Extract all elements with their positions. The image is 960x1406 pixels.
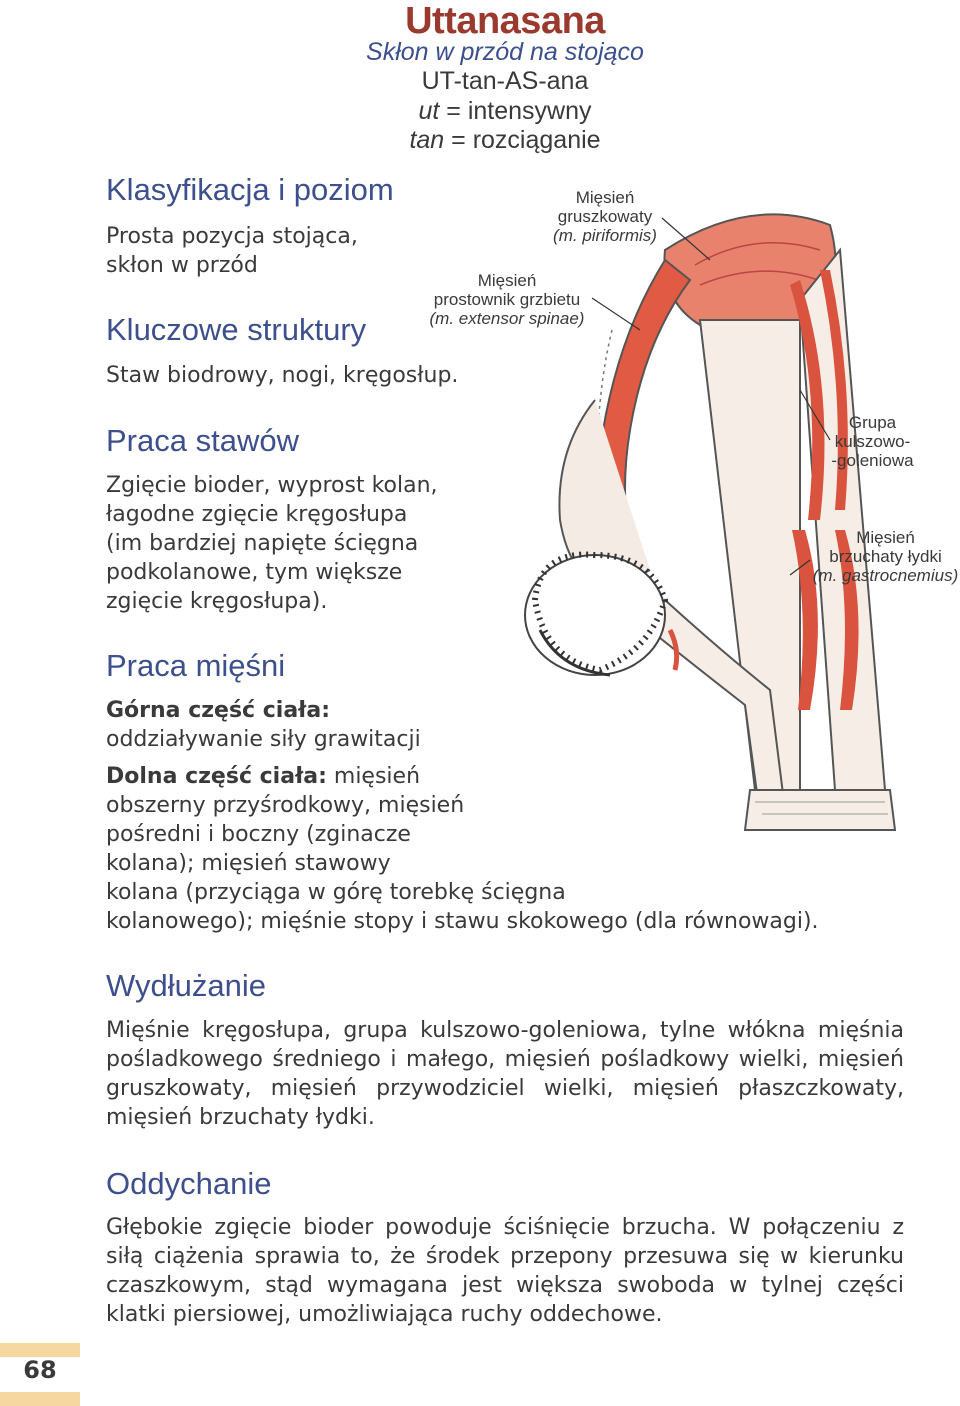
muscle-work-upper: Górna część ciała: oddziaływanie siły gr… xyxy=(106,698,421,752)
heading-muscle-work: Praca mięśni xyxy=(106,648,286,683)
heading-joint-work: Praca stawów xyxy=(106,423,299,458)
page-number: 68 xyxy=(23,1356,57,1384)
classification-text: Prosta pozycja stojąca, skłon w przód xyxy=(106,224,358,278)
breathing-text: Głębokie zgięcie bioder powoduje ściśnię… xyxy=(106,1215,904,1327)
label-piriformis: Mięsień gruszkowaty (m. piriformis) xyxy=(553,188,657,245)
lengthening-text: Mięśnie kręgosłupa, grupa kulszowo-golen… xyxy=(106,1018,904,1130)
etymology-tan: tan = rozciąganie xyxy=(409,126,601,154)
gastrocnemius-muscle xyxy=(792,530,818,710)
heading-breathing: Oddychanie xyxy=(106,1166,272,1201)
label-gastrocnemius: Mięsień brzuchaty łydki (m. gastrocnemiu… xyxy=(812,528,959,585)
feet xyxy=(743,789,897,831)
heading-classification: Klasyfikacja i poziom xyxy=(106,172,394,207)
page-tab-bottom xyxy=(0,1392,80,1406)
hamstring-muscles xyxy=(790,280,825,520)
muscle-work-lower: Dolna część ciała: mięsień obszerny przy… xyxy=(106,764,819,934)
pose-subtitle: Skłon w przód na stojąco xyxy=(366,38,644,66)
etymology-ut: ut = intensywny xyxy=(418,97,592,125)
label-erector-spinae: Mięsień prostownik grzbietu (m. extensor… xyxy=(429,271,585,328)
heading-lengthening: Wydłużanie xyxy=(106,968,266,1003)
pronunciation: UT-tan-AS-ana xyxy=(421,67,589,95)
joint-work-text: Zgięcie bioder, wyprost kolan, łagodne z… xyxy=(106,473,438,614)
pose-title: Uttanasana xyxy=(405,0,605,42)
label-hamstrings: Grupa kulszowo- -goleniowa xyxy=(831,413,914,470)
anatomy-illustration xyxy=(524,213,897,831)
heading-key-structures: Kluczowe struktury xyxy=(106,312,367,347)
page-tab-top xyxy=(0,1343,80,1357)
key-structures-text: Staw biodrowy, nogi, kręgosłup. xyxy=(106,363,459,388)
